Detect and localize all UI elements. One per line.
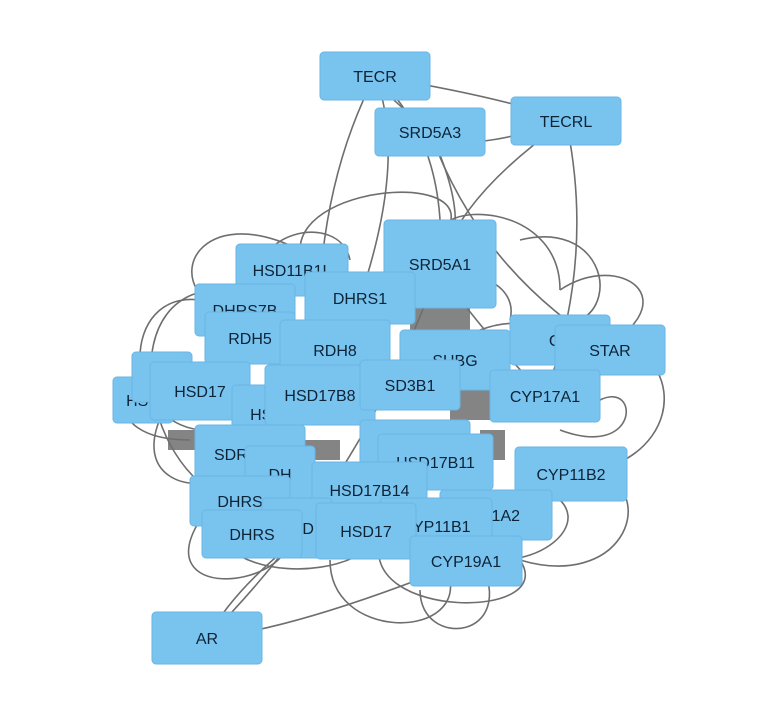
node-label: HSD17 [340, 524, 392, 541]
edge-loop [419, 559, 491, 630]
node-ar[interactable]: AR [151, 611, 263, 665]
node-label: HSD17B14 [329, 483, 409, 500]
node-label: DHRS [217, 494, 262, 511]
node-label: HSD17 [174, 384, 226, 401]
node-label: CYP19A1 [431, 554, 501, 571]
edge-bundle [168, 430, 198, 450]
node-box [151, 611, 263, 665]
node-label: AR [196, 631, 218, 648]
node-label: DHRS [229, 527, 274, 544]
node-box [514, 446, 628, 502]
node-label: SD3B1 [385, 378, 436, 395]
node-box [374, 107, 486, 157]
node-box [554, 324, 666, 376]
node-label: DHRS1 [333, 291, 387, 308]
node-box [489, 369, 601, 423]
node-label: CYP17A1 [510, 389, 580, 406]
node-label: SRD5A1 [409, 257, 471, 274]
node-box [409, 535, 523, 587]
node-star[interactable]: STAR [554, 324, 666, 376]
node-cyp17a1[interactable]: CYP17A1 [489, 369, 601, 423]
node-label: CYP11B1 [401, 519, 470, 536]
node-label: RDH5 [228, 331, 272, 348]
node-label: HSD17B8 [284, 388, 355, 405]
node-tecr[interactable]: TECR [319, 51, 431, 101]
node-cyp19a1[interactable]: CYP19A1 [409, 535, 523, 587]
node-box [201, 509, 303, 559]
node-cyp11b2[interactable]: CYP11B2 [514, 446, 628, 502]
node-label: RDH8 [313, 343, 357, 360]
node-label: TECRL [540, 114, 593, 131]
node-dhrs-b[interactable]: DHRS [201, 509, 303, 559]
node-label: SRD5A3 [399, 125, 461, 142]
node-srd5a3[interactable]: SRD5A3 [374, 107, 486, 157]
node-hsd17-b[interactable]: HSD17 [315, 502, 417, 560]
edge-loop [519, 236, 601, 321]
node-label: TECR [353, 69, 397, 86]
nodes-layer: TECRSRD5A3TECRLSRD5A1HSD11B1LDHRS7BDHRS1… [112, 51, 666, 665]
node-box [319, 51, 431, 101]
edge-loop [377, 539, 526, 604]
node-label: CYP11B2 [536, 467, 605, 484]
edge-loop [329, 559, 452, 624]
node-rdh5[interactable]: RDH5 [204, 311, 296, 365]
node-hsd17-left[interactable]: HSD17 [149, 361, 251, 421]
node-hsd3b1[interactable]: SD3B1 [359, 359, 461, 411]
node-hsd17b8[interactable]: HSD17B8 [264, 364, 376, 426]
node-tecrl[interactable]: TECRL [510, 96, 622, 146]
node-label: STAR [589, 343, 630, 360]
node-dhrs1[interactable]: DHRS1 [304, 271, 416, 325]
node-box [510, 96, 622, 146]
edge-loop [299, 191, 452, 251]
node-box [315, 502, 417, 560]
edge-loop [559, 396, 628, 438]
node-box [359, 359, 461, 411]
